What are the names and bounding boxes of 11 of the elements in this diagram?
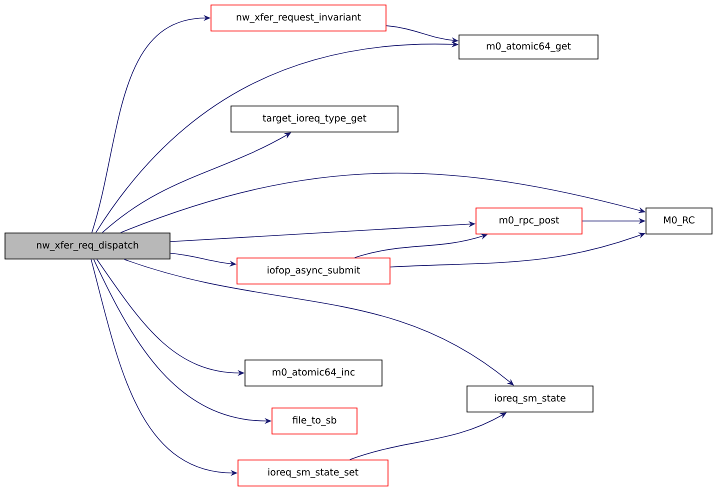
function-box: nw_xfer_req_dispatch — [4, 232, 170, 260]
function-box: M0_RC — [646, 208, 712, 234]
function-box: target_ioreq_type_get — [230, 106, 398, 132]
function-box: m0_atomic64_inc — [244, 360, 382, 386]
function-box: ioreq_sm_state — [466, 386, 594, 412]
function-box: nw_xfer_request_invariant — [210, 4, 386, 32]
function-box: iofop_async_submit — [236, 258, 390, 284]
function-box: m0_rpc_post — [476, 208, 582, 234]
function-box: file_to_sb — [272, 408, 358, 434]
function-box: ioreq_sm_state_set — [238, 460, 388, 486]
function-box: m0_atomic64_get — [458, 34, 598, 60]
